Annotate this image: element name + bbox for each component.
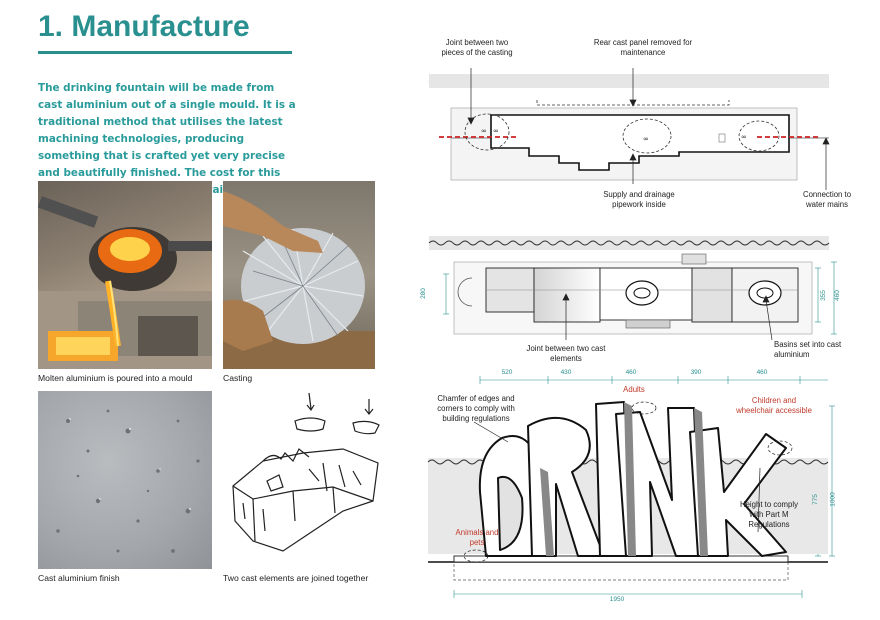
elevation-drawing [427, 376, 835, 598]
animals-label: Animals and pets [455, 528, 499, 547]
plan-dim-left: 280 [419, 288, 427, 299]
svg-text:∞: ∞ [481, 127, 487, 135]
elev-dim-bottom: 1950 [609, 596, 625, 603]
elev-dim-top-3: 460 [625, 369, 637, 376]
svg-text:∞: ∞ [741, 133, 747, 141]
joint-casting-label: Joint between two pieces of the casting [441, 38, 513, 57]
elev-dim-right-2: 1000 [829, 492, 837, 507]
joint-elements-label: Joint between two cast elements [526, 344, 606, 363]
elev-dim-right-1: 775 [811, 494, 819, 505]
children-label: Children and wheelchair accessible [736, 396, 812, 415]
elev-dim-top-5: 460 [756, 369, 768, 376]
rear-panel-label: Rear cast panel removed for maintenance [593, 38, 693, 57]
page-title: 1. Manufacture [38, 10, 250, 43]
water-mains-label: Connection to water mains [802, 190, 852, 209]
molten-photo-caption: Molten aluminium is poured into a mould [38, 373, 193, 383]
finish-photo-caption: Cast aluminium finish [38, 573, 120, 583]
molten-scene-graphic [38, 196, 212, 369]
casting-scene-graphic [223, 191, 375, 369]
supply-pipework-label: Supply and drainage pipework inside [603, 190, 675, 209]
plan-dim-right-2: 460 [833, 290, 841, 301]
joining-sketch-graphic [232, 392, 380, 552]
svg-text:∞: ∞ [643, 135, 649, 143]
elev-dim-top-1: 520 [501, 369, 513, 376]
svg-text:∞: ∞ [493, 127, 499, 135]
height-regulations-label: Height to comply with Part M Regulations [739, 500, 799, 529]
elev-dim-top-4: 390 [690, 369, 702, 376]
plan-section-drawing: ∞ ∞ ∞ ∞ [428, 68, 830, 190]
joining-sketch [223, 391, 383, 569]
plan-dim-right-1: 355 [819, 290, 827, 301]
casting-photo-caption: Casting [223, 373, 253, 383]
molten-aluminium-photo [38, 181, 212, 369]
plan-drawing [428, 236, 837, 341]
aluminium-finish-photo [38, 391, 212, 569]
sketch-caption: Two cast elements are joined together [223, 573, 369, 583]
casting-photo [223, 181, 375, 369]
title-underline [38, 51, 292, 54]
basins-label: Basins set into cast aluminium [774, 340, 842, 359]
finish-texture-graphic [56, 409, 200, 553]
elev-dim-top-2: 430 [560, 369, 572, 376]
adults-label: Adults [623, 385, 645, 394]
chamfer-label: Chamfer of edges and corners to comply w… [437, 394, 515, 423]
